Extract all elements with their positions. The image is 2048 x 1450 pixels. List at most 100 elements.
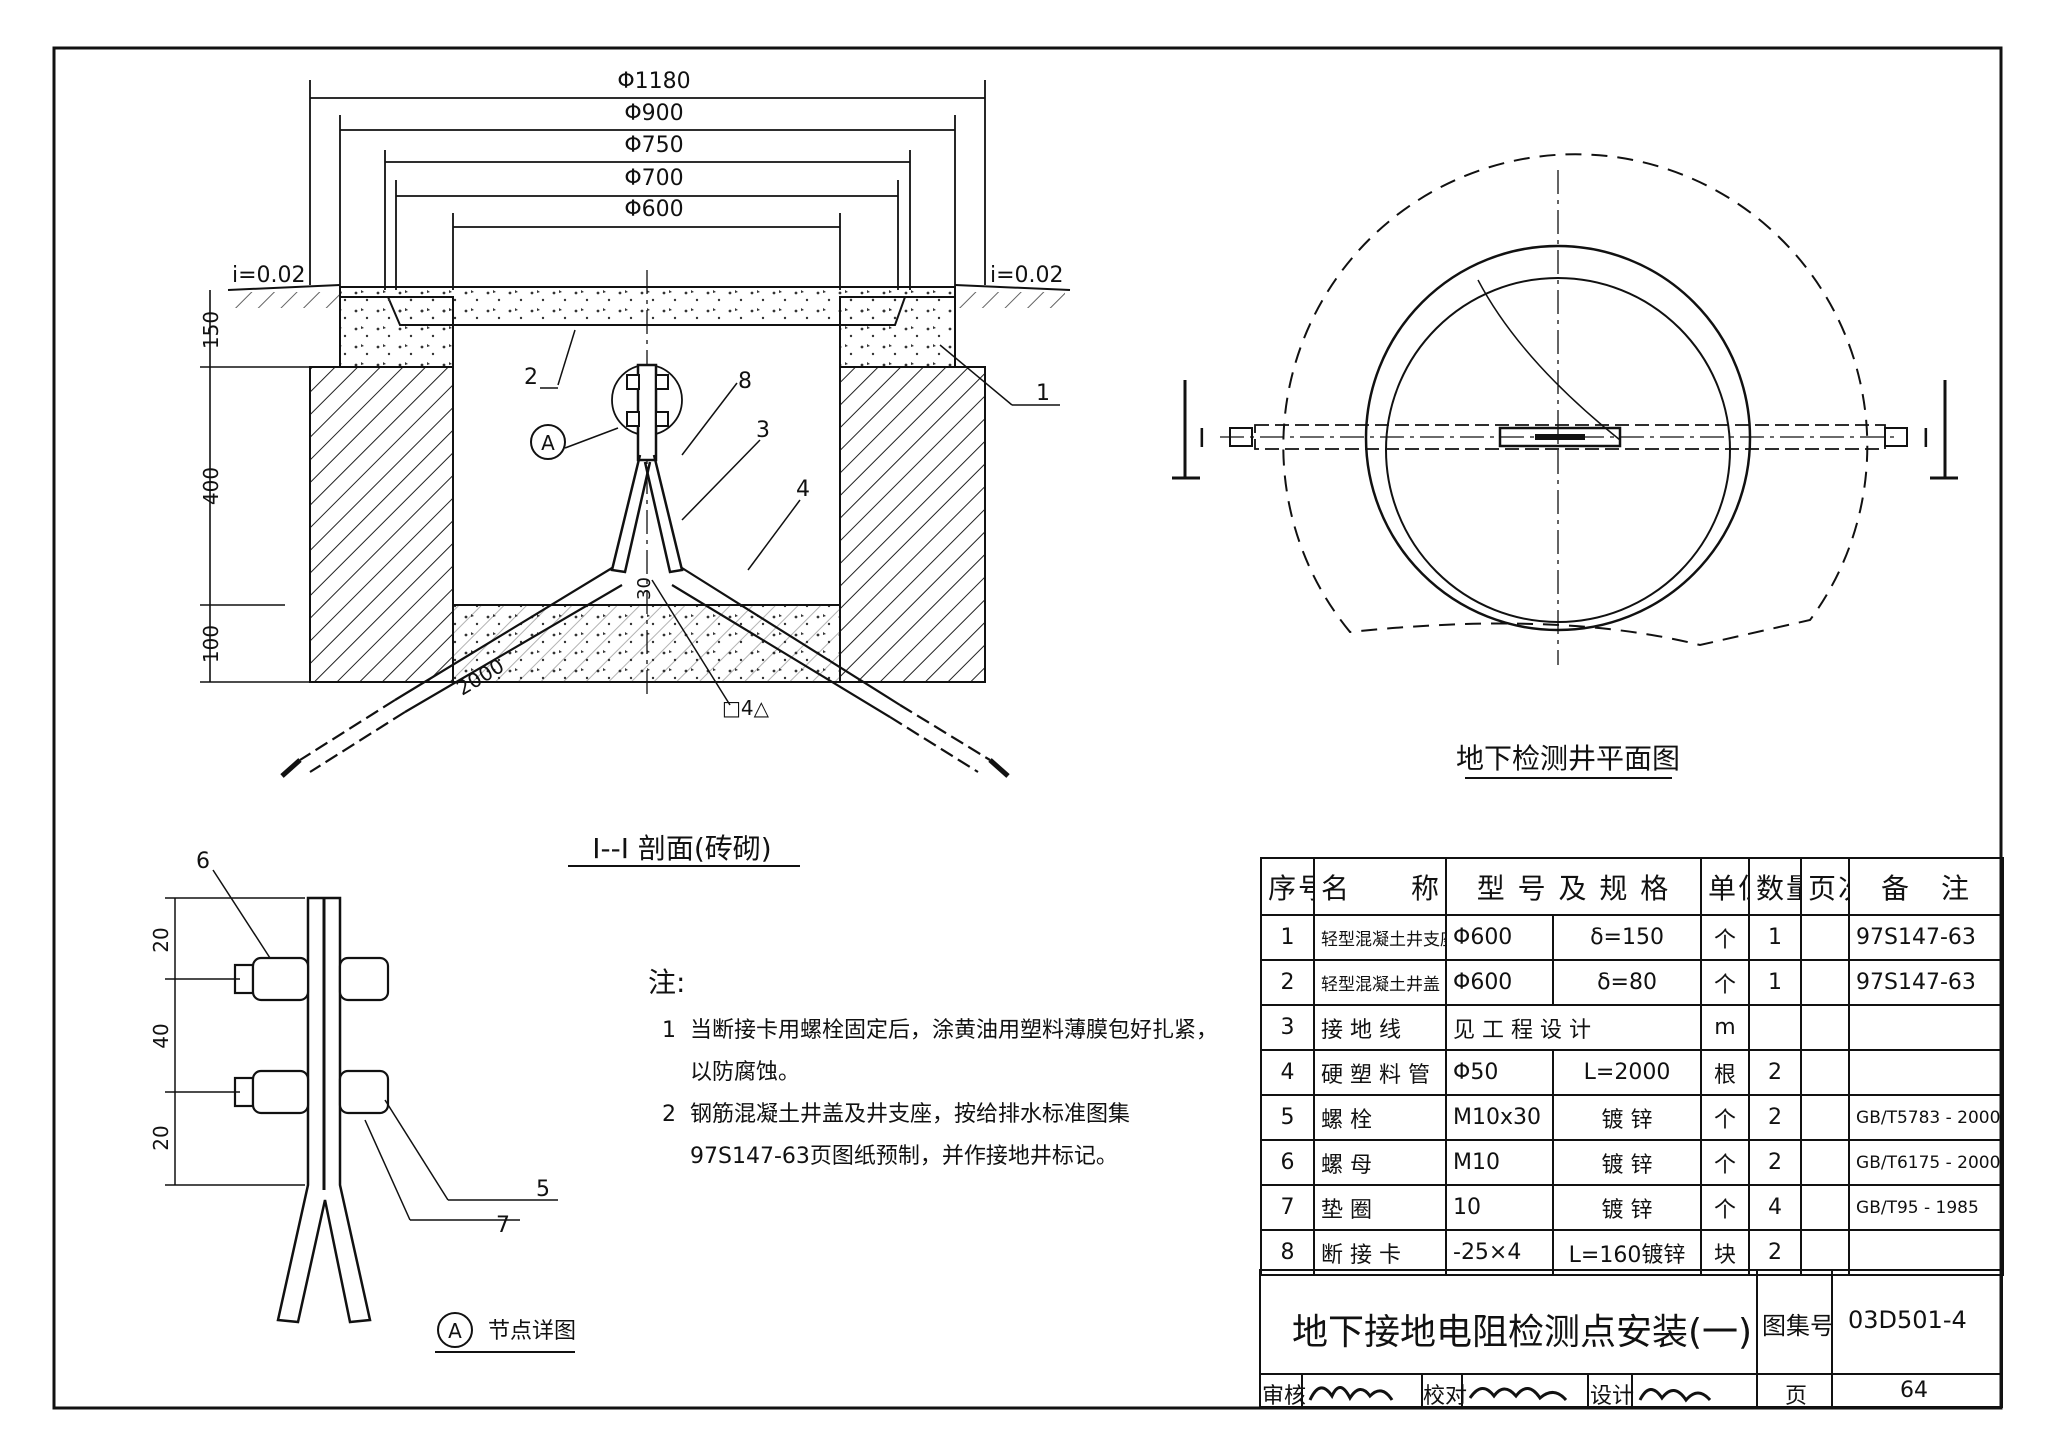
slope-right: i=0.02 [990,263,1064,288]
row-1-unit: 个 [1700,914,1751,961]
note-1-number: 1 [662,1018,676,1043]
notes-block: 注: 1 当断接卡用螺栓固定后，涂黄油用塑料薄膜包好扎紧， 以防腐蚀。 2 钢筋… [648,962,1218,1178]
plan-title: 地下检测井平面图 [1456,742,1680,775]
row-1-name: 轻型混凝土井支座 [1313,914,1447,961]
row-4-page [1800,1049,1851,1096]
table-row: 8 断 接 卡 -25×4 L=160镀锌 块 2 [1260,1229,2005,1276]
page-label: 页 [1785,1384,1808,1409]
angle-30: 30 [634,577,655,600]
row-2-name: 轻型混凝土井盖 [1313,959,1447,1006]
row-2-model: Φ600 [1445,959,1554,1006]
dim-phi-700: Φ700 [624,166,683,191]
row-7-qty: 4 [1748,1184,1803,1231]
row-2-qty: 1 [1748,959,1803,1006]
row-3-page [1800,1004,1851,1051]
row-6-spec: 镀 锌 [1551,1139,1703,1186]
design-label: 设计 [1590,1384,1635,1409]
grounding-pipes [280,567,1010,778]
detail-dim-40: 40 [149,1023,173,1048]
detail-ref-marker [530,424,566,460]
callout-2: 2 [524,365,538,390]
parts-table: 序号 名 称 型 号 及 规 格 单位 数量 页次 备 注 1 轻型混凝土井支座… [1260,857,2005,1276]
header-unit: 单位 [1700,857,1751,916]
row-8-index: 8 [1260,1229,1315,1276]
detail-callout-6: 6 [196,849,210,874]
detail-callout-5: 5 [536,1177,550,1202]
well-seat-right [839,296,956,368]
row-4-qty: 2 [1748,1049,1803,1096]
row-7-name: 垫 圈 [1313,1184,1447,1231]
row-3-model: 见 工 程 设 计 [1444,1004,1703,1051]
note-2-line-1: 钢筋混凝土井盖及井支座，按给排水标准图集 [690,1102,1131,1127]
row-8-name: 断 接 卡 [1313,1229,1447,1276]
rod-note: □4△ [722,696,770,720]
row-8-remark [1848,1229,2005,1276]
header-spec: 型 号 及 规 格 [1444,857,1703,916]
note-2-line-2: 97S147-63页图纸预制，并作接地井标记。 [690,1144,1118,1169]
row-1-spec: δ=150 [1551,914,1703,961]
row-1-model: Φ600 [1445,914,1554,961]
row-2-index: 2 [1260,959,1315,1006]
detail-title: 节点详图 [488,1319,576,1344]
row-8-model: -25×4 [1445,1229,1554,1276]
brick-wall-left [309,366,454,683]
brick-wall-right [839,366,986,683]
table-row: 5 螺 栓 M10x30 镀 锌 个 2 GB/T5783 - 2000 [1260,1094,2005,1141]
note-2: 2 钢筋混凝土井盖及井支座，按给排水标准图集 97S147-63页图纸预制，并作… [648,1094,1218,1178]
table-row: 2 轻型混凝土井盖 Φ600 δ=80 个 1 97S147-63 [1260,959,2005,1006]
atlas-number: 03D501-4 [1848,1306,1967,1334]
detail-dim-20-top: 20 [149,927,173,952]
table-row: 6 螺 母 M10 镀 锌 个 2 GB/T6175 - 2000 [1260,1139,2005,1186]
dim-phi-750: Φ750 [624,133,683,158]
table-row: 3 接 地 线 见 工 程 设 计 m [1260,1004,2005,1051]
table-row: 7 垫 圈 10 镀 锌 个 4 GB/T95 - 1985 [1260,1184,2005,1231]
callout-8: 8 [738,369,752,394]
check-label: 校对 [1423,1384,1468,1409]
plan-view [1172,153,1958,665]
row-8-page [1800,1229,1851,1276]
header-page: 页次 [1800,857,1851,916]
table-header-row: 序号 名 称 型 号 及 规 格 单位 数量 页次 备 注 [1260,857,2005,916]
dim-phi-900: Φ900 [624,101,683,126]
row-6-unit: 个 [1700,1139,1751,1186]
row-8-spec: L=160镀锌 [1551,1229,1703,1276]
row-1-qty: 1 [1748,914,1803,961]
dim-400: 400 [199,467,223,505]
grounding-clamp [610,454,684,574]
row-5-remark: GB/T5783 - 2000 [1848,1094,2005,1141]
row-8-unit: 块 [1700,1229,1751,1276]
row-5-qty: 2 [1748,1094,1803,1141]
header-name: 名 称 [1313,857,1447,916]
atlas-label: 图集号 [1762,1312,1834,1340]
header-qty: 数量 [1748,857,1803,916]
row-4-spec: L=2000 [1551,1049,1703,1096]
row-5-unit: 个 [1700,1094,1751,1141]
notes-heading: 注: [648,966,686,999]
dim-phi-1180: Φ1180 [617,69,690,94]
header-index: 序号 [1260,857,1315,916]
row-5-spec: 镀 锌 [1551,1094,1703,1141]
plan-section-mark-left: I [1198,424,1206,454]
row-6-qty: 2 [1748,1139,1803,1186]
row-4-unit: 根 [1700,1049,1751,1096]
row-6-index: 6 [1260,1139,1315,1186]
table-row: 4 硬 塑 料 管 Φ50 L=2000 根 2 [1260,1049,2005,1096]
row-2-unit: 个 [1700,959,1751,1006]
row-3-remark [1848,1004,2005,1051]
row-5-model: M10x30 [1445,1094,1554,1141]
detail-ref-a: A [541,431,555,455]
row-2-page [1800,959,1851,1006]
designer-signature [1638,1388,1712,1403]
row-7-model: 10 [1445,1184,1554,1231]
row-7-remark: GB/T95 - 1985 [1848,1184,2005,1231]
note-1-line-2: 以防腐蚀。 [690,1060,801,1085]
row-7-index: 7 [1260,1184,1315,1231]
callout-3: 3 [756,418,770,443]
detail-dim-20-bottom: 20 [149,1125,173,1150]
callout-1: 1 [1036,381,1050,406]
reviewer-signature [1308,1386,1394,1402]
plan-section-mark-right: I [1922,424,1930,454]
row-1-index: 1 [1260,914,1315,961]
